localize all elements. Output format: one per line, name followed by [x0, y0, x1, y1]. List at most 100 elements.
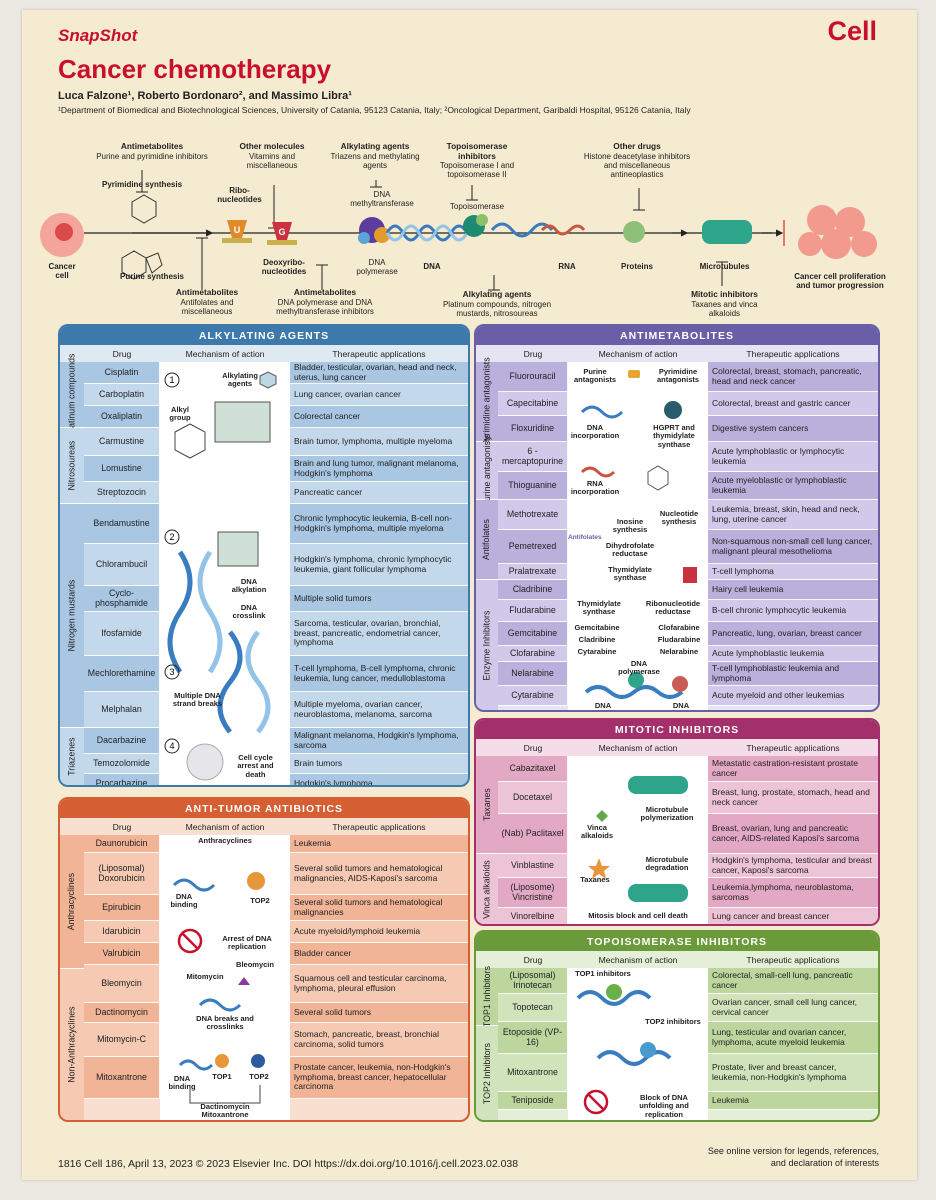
drug-name: Mitoxantrone [498, 1054, 568, 1092]
drug-name: (Nab) Paclitaxel [498, 814, 568, 854]
anti-mech-nel: Nelarabine [659, 647, 699, 656]
therapeutic-application: Non-squamous non-small cell lung cancer,… [708, 530, 878, 564]
mit-mech-degradation: Microtubule degradation [645, 855, 689, 873]
node-pyrimidine: Pyrimidine synthesis [101, 180, 183, 189]
drug-name: Fluorouracil [498, 362, 568, 392]
drug-name: Ifosfamide [84, 612, 160, 656]
alk-mech-alkyl: Alkyl group [169, 405, 191, 423]
therapeutic-application: Several solid tumors and hematological m… [290, 853, 468, 895]
mitotic-inhibitors-title: MITOTIC INHIBITORS [476, 720, 878, 739]
drug-name: Cisplatin [84, 362, 160, 384]
therapeutic-application: Leukemia, breast, skin, head and neck, l… [708, 500, 878, 530]
drug-name: Bleomycin [84, 965, 160, 1003]
node-dna-polymerase: DNA polymerase [356, 258, 398, 277]
therapeutic-application: Leukemia [290, 835, 468, 853]
col-applications: Therapeutic applications [332, 822, 426, 832]
anti-mech-cyt: Cytarabine [577, 647, 617, 656]
table-row: Etoposide (VP-16)Lung, testicular and ov… [476, 1022, 878, 1054]
col-mechanism: Mechanism of action [598, 955, 678, 965]
col-drug: Drug [112, 349, 132, 359]
node-rna: RNA [558, 262, 576, 271]
atab-mech-dactino: Dactinomycin Mitoxantrone [200, 1102, 250, 1120]
snapshot-label: SnapShot [58, 26, 138, 45]
drug-name: Cyclo-phosphamide [84, 586, 160, 612]
drug-name: Melphalan [84, 692, 160, 728]
therapeutic-application: T-cell lymphoma [708, 564, 878, 580]
drug-name: Epirubicin [84, 895, 160, 921]
table-row: Pralatrexate T-cell lymphoma [476, 564, 878, 580]
therapeutic-application: Malignant melanoma, Hodgkin's lymphoma, … [290, 728, 468, 754]
topo-mech-top1: TOP1 inhibitors [575, 969, 631, 978]
group-purine: Purine antagonists [476, 434, 498, 507]
drug-name: Daunorubicin [84, 835, 160, 853]
drug-name: (Liposomal) Doxorubicin [84, 853, 160, 895]
mit-mechanism-graphic [588, 776, 688, 902]
drug-name: Cytarabine [498, 686, 568, 706]
therapeutic-application: Digestive system cancers [708, 416, 878, 442]
therapeutic-application: B-cell chronic lymphocytic leukemia [708, 600, 878, 622]
anti-mech-polymerase: DNA polymerase [618, 659, 660, 677]
affiliations: ¹Department of Biomedical and Biotechnol… [58, 105, 691, 115]
table-row: Floxuridine Digestive system cancers [476, 416, 878, 442]
drug-name: Mitoxantrone [84, 1057, 160, 1099]
therapeutic-application: Colorectal, breast and gastric cancer [708, 392, 878, 416]
drug-name: Carmustine [84, 428, 160, 456]
table-row: Vinblastine Hodgkin's lymphoma, testicula… [476, 854, 878, 878]
anti-mechanism-panel: Purine antagonists Pyrimidine antagonist… [568, 362, 708, 710]
atab-mech-arrest: Arrest of DNA replication [222, 934, 272, 952]
col-mechanism: Mechanism of action [598, 743, 678, 753]
therapeutic-application: Several solid tumors and hematological m… [290, 895, 468, 921]
alk-mech-arrest: Cell cycle arrest and death [237, 753, 274, 779]
svg-text:4: 4 [169, 741, 174, 751]
atab-mech-mitomycin: Mitomycin [186, 972, 224, 981]
col-mechanism: Mechanism of action [598, 349, 678, 359]
topo-mechanism-graphic [576, 984, 672, 1115]
anti-mech-gem: Gemcitabine [574, 623, 620, 632]
table-row: Daunorubicin Leukemia [60, 835, 468, 853]
anti-mech-clof: Clofarabine [658, 623, 700, 632]
anti-mechanism-graphic [580, 370, 697, 699]
therapeutic-application: Hodgkin's lymphoma, chronic lymphocytic … [290, 544, 468, 586]
therapeutic-application: Acute lymphoblastic leukemia [708, 646, 878, 662]
svg-text:U: U [234, 225, 241, 235]
drug-name: Mitomycin-C [84, 1023, 160, 1057]
drug-name: Fludarabine [498, 600, 568, 622]
group-nitrosoureas: Nitrosoureas [60, 428, 84, 504]
therapeutic-application: Stomach, pancreatic, breast, bronchial c… [290, 1023, 468, 1057]
therapeutic-application: Brain and lung tumor, malignant melanoma… [290, 456, 468, 482]
col-mechanism: Mechanism of action [185, 822, 265, 832]
col-drug: Drug [523, 349, 543, 359]
group-pyrimidine: Pyrimidine antagonists [476, 357, 498, 446]
therapeutic-application: Hodgkin's lymphoma, testicular and breas… [708, 854, 878, 878]
antimetabolites-title: ANTIMETABOLITES [476, 326, 878, 345]
drug-name: Vinblastine [498, 854, 568, 878]
col-applications: Therapeutic applications [746, 743, 840, 753]
drug-name: Dactinomycin [84, 1003, 160, 1023]
therapeutic-application: Prostate cancer, leukemia, non-Hodgkin's… [290, 1057, 468, 1099]
drug-name: Methotrexate [498, 500, 568, 530]
group-enzyme-inhibitors: Enzyme Inhibitors [476, 580, 498, 710]
drug-name: Pralatrexate [498, 564, 568, 580]
group-top1: TOP1 Inhibitors [476, 966, 498, 1027]
therapeutic-application: Brain tumors [290, 754, 468, 774]
drug-name: Floxuridine [498, 416, 568, 442]
therapeutic-application: T-cell lymphoblastic leukemia and lympho… [708, 662, 878, 686]
therapeutic-application: Lung cancer, ovarian cancer [290, 384, 468, 406]
table-row: (Liposomal) Doxorubicin Several solid tum… [60, 853, 468, 895]
node-ribonucleotides: Ribo-nucleotides [217, 186, 262, 205]
svg-text:1: 1 [169, 375, 174, 385]
node-proliferation: Cancer cell proliferation and tumor prog… [794, 272, 886, 291]
therapeutic-application: Colorectal, small-cell lung, pancreatic … [708, 968, 878, 994]
table-row: Methotrexate Leukemia, breast, skin, head… [476, 500, 878, 530]
therapeutic-application: Prostate, liver and breast cancer, leuke… [708, 1054, 878, 1092]
